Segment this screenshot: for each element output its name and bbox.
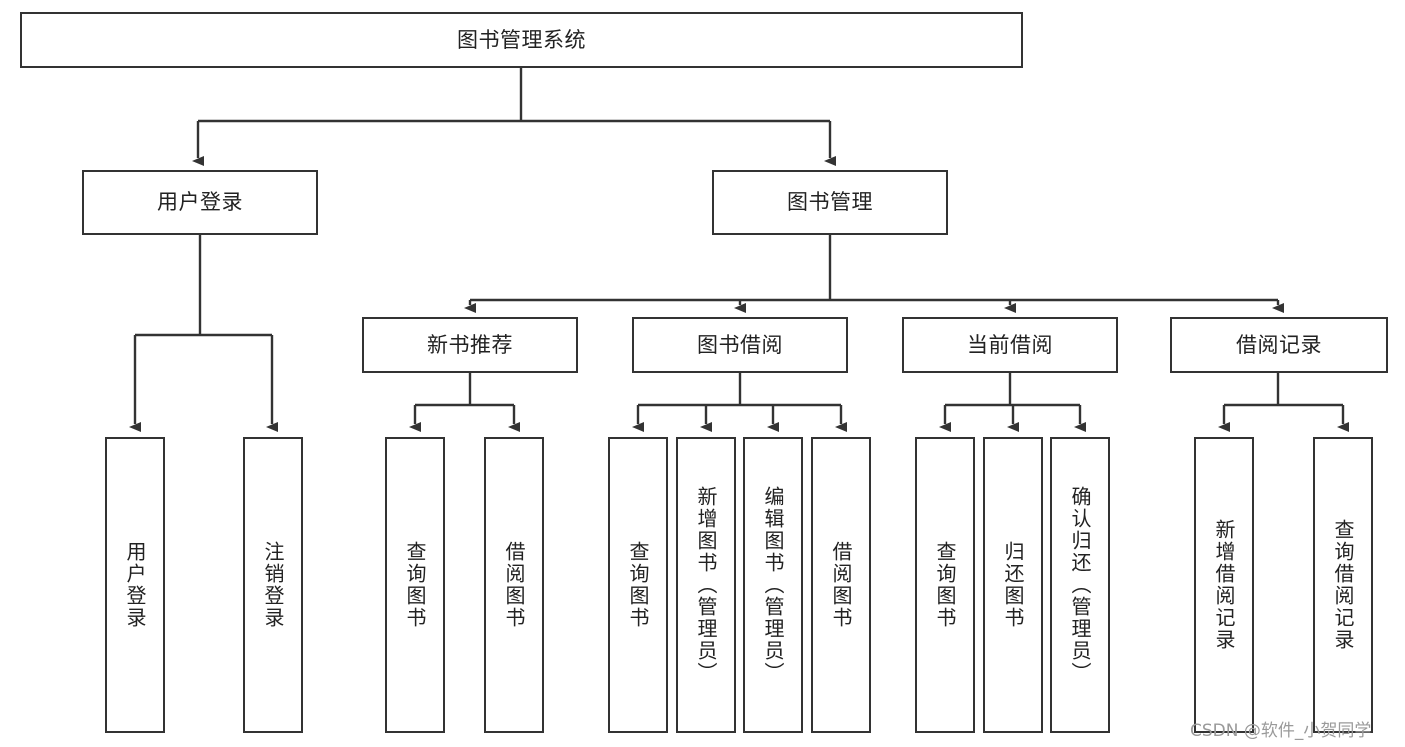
leaf-query-book-1[interactable]: 查询图书 (385, 437, 445, 733)
leaf-add-record[interactable]: 新增借阅记录 (1194, 437, 1254, 733)
leaf-query-book-2-label: 查询图书 (626, 541, 650, 629)
leaf-edit-book[interactable]: 编辑图书（管理员） (743, 437, 803, 733)
leaf-confirm-return[interactable]: 确认归还（管理员） (1050, 437, 1110, 733)
node-borrow-record[interactable]: 借阅记录 (1170, 317, 1388, 373)
node-borrow-record-label: 借阅记录 (1236, 332, 1322, 357)
leaf-return-book-label: 归还图书 (1001, 541, 1025, 629)
leaf-return-book[interactable]: 归还图书 (983, 437, 1043, 733)
leaf-query-book-1-label: 查询图书 (403, 541, 427, 629)
node-book-borrow-label: 图书借阅 (697, 332, 783, 357)
leaf-borrow-book-2[interactable]: 借阅图书 (811, 437, 871, 733)
leaf-logout[interactable]: 注销登录 (243, 437, 303, 733)
node-user-login[interactable]: 用户登录 (82, 170, 318, 235)
leaf-user-login-label: 用户登录 (123, 541, 147, 629)
leaf-query-record-label: 查询借阅记录 (1331, 519, 1355, 651)
node-user-login-label: 用户登录 (157, 190, 243, 215)
leaf-query-book-2[interactable]: 查询图书 (608, 437, 668, 733)
leaf-borrow-book-2-label: 借阅图书 (829, 541, 853, 629)
leaf-query-book-3[interactable]: 查询图书 (915, 437, 975, 733)
leaf-edit-book-label: 编辑图书（管理员） (761, 486, 785, 684)
node-new-book-rec-label: 新书推荐 (427, 332, 513, 357)
node-book-manage-label: 图书管理 (787, 190, 873, 215)
node-new-book-rec[interactable]: 新书推荐 (362, 317, 578, 373)
leaf-add-book[interactable]: 新增图书（管理员） (676, 437, 736, 733)
leaf-borrow-book-1-label: 借阅图书 (502, 541, 526, 629)
node-book-manage[interactable]: 图书管理 (712, 170, 948, 235)
leaf-logout-label: 注销登录 (261, 541, 285, 629)
leaf-user-login[interactable]: 用户登录 (105, 437, 165, 733)
node-book-borrow[interactable]: 图书借阅 (632, 317, 848, 373)
leaf-query-record[interactable]: 查询借阅记录 (1313, 437, 1373, 733)
node-root[interactable]: 图书管理系统 (20, 12, 1023, 68)
leaf-borrow-book-1[interactable]: 借阅图书 (484, 437, 544, 733)
leaf-confirm-return-label: 确认归还（管理员） (1068, 486, 1092, 684)
leaf-add-book-label: 新增图书（管理员） (694, 486, 718, 684)
node-current-borrow-label: 当前借阅 (967, 332, 1053, 357)
watermark: CSDN @软件_小贺同学 (1190, 721, 1372, 741)
leaf-query-book-3-label: 查询图书 (933, 541, 957, 629)
node-root-label: 图书管理系统 (457, 27, 586, 52)
leaf-add-record-label: 新增借阅记录 (1212, 519, 1236, 651)
node-current-borrow[interactable]: 当前借阅 (902, 317, 1118, 373)
